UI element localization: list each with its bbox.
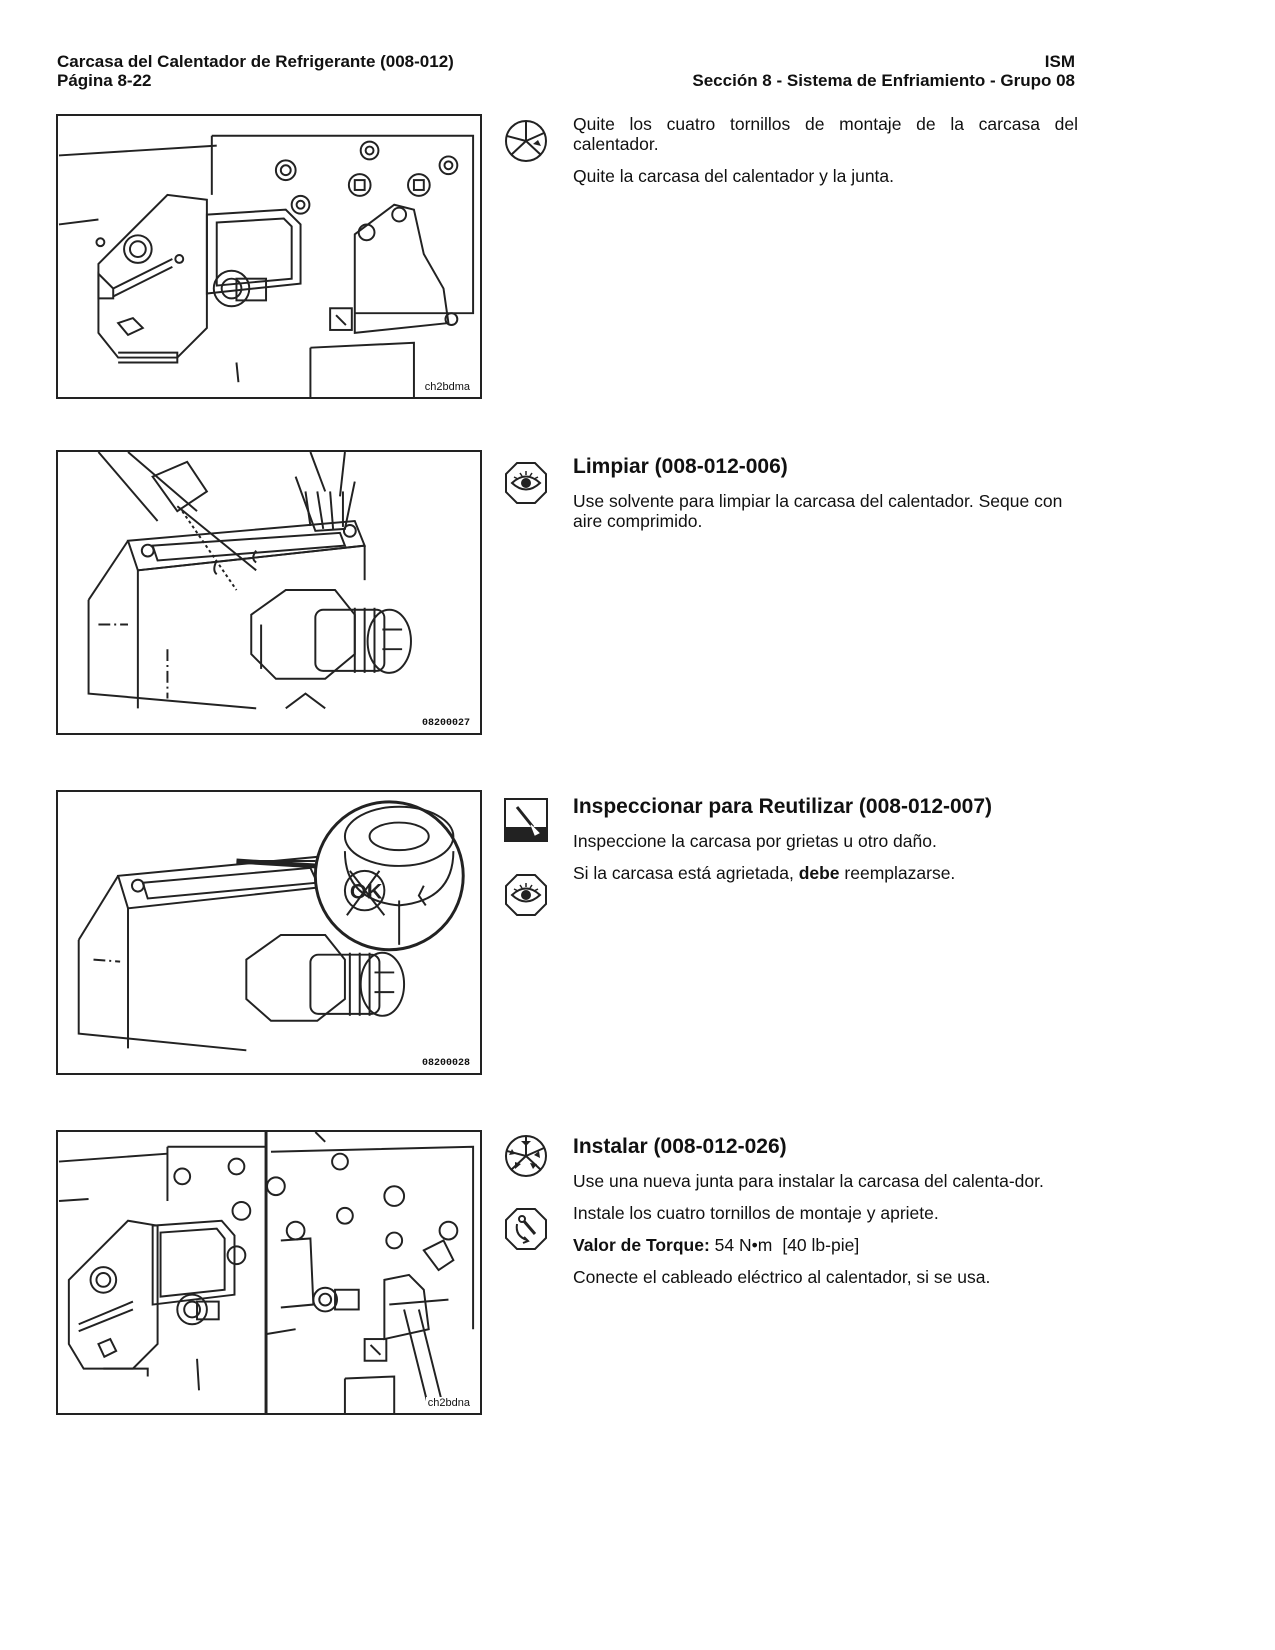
clean-instructions: Limpiar (008-012-006) Use solvente para … xyxy=(573,455,1078,543)
install-instructions: Instalar (008-012-026) Use una nueva jun… xyxy=(573,1135,1078,1299)
product-name: ISM xyxy=(1044,52,1075,71)
emphasis-must: debe xyxy=(798,863,840,883)
document-title: Carcasa del Calentador de Refrigerante (… xyxy=(57,52,454,71)
section-name: Sección 8 - Sistema de Enfriamiento - Gr… xyxy=(692,71,1075,90)
figure-code: 08200028 xyxy=(419,1058,472,1069)
figure-code: 08200027 xyxy=(419,718,472,729)
installation-illustration xyxy=(58,1132,475,1413)
clean-heading: Limpiar (008-012-006) xyxy=(573,455,788,478)
install-step-1: Use una nueva junta para instalar la car… xyxy=(573,1171,1044,1191)
cleaning-illustration xyxy=(87,452,412,710)
eye-inspect-icon xyxy=(503,460,549,506)
figure-install-housing: ch2bdna xyxy=(56,1130,482,1415)
install-step-2: Instale los cuatro tornillos de montaje … xyxy=(573,1203,939,1223)
torque-imperial: [40 lb-pie] xyxy=(782,1235,860,1255)
inspect-step-1: Inspeccione la carcasa por grietas u otr… xyxy=(573,831,937,851)
install-icon xyxy=(503,1133,549,1179)
torque-spec: Valor de Torque: 54 N•m [40 lb-pie] xyxy=(573,1235,1078,1255)
figure-code: ch2bdna xyxy=(425,1397,472,1409)
remove-instructions: Quite los cuatro tornillos de montaje de… xyxy=(573,114,1078,198)
page-number: Página 8-22 xyxy=(57,71,152,90)
remove-step-1: Quite los cuatro tornillos de montaje de… xyxy=(573,114,1078,154)
torque-value: 54 N•m xyxy=(714,1235,773,1255)
header-left: Carcasa del Calentador de Refrigerante (… xyxy=(57,52,454,90)
torque-wrench-icon xyxy=(503,1206,549,1252)
remove-icon xyxy=(503,118,549,164)
eye-inspect-icon xyxy=(503,872,549,918)
heater-housing-removal-illustration xyxy=(58,134,475,397)
inspect-instructions: Inspeccionar para Reutilizar (008-012-00… xyxy=(573,795,1078,895)
figure-inspect-housing: OK 08200028 xyxy=(56,790,482,1075)
figure-remove-housing: ch2bdma xyxy=(56,114,482,399)
figure-clean-housing: 08200027 xyxy=(56,450,482,735)
install-step-3: Conecte el cableado eléctrico al calenta… xyxy=(573,1267,991,1287)
torque-label: Valor de Torque: xyxy=(573,1235,710,1255)
inspection-illustration: OK xyxy=(77,800,465,1052)
inspect-heading: Inspeccionar para Reutilizar (008-012-00… xyxy=(573,795,993,818)
install-heading: Instalar (008-012-026) xyxy=(573,1135,787,1158)
remove-step-2: Quite la carcasa del calentador y la jun… xyxy=(573,166,895,186)
header-right: ISM Sección 8 - Sistema de Enfriamiento … xyxy=(692,52,1075,90)
brush-icon xyxy=(503,797,549,843)
inspect-step-2: Si la carcasa está agrietada, debe reemp… xyxy=(573,863,956,883)
svg-text:OK: OK xyxy=(350,878,383,903)
clean-step-1: Use solvente para limpiar la carcasa del… xyxy=(573,491,1063,531)
figure-code: ch2bdma xyxy=(422,381,472,393)
